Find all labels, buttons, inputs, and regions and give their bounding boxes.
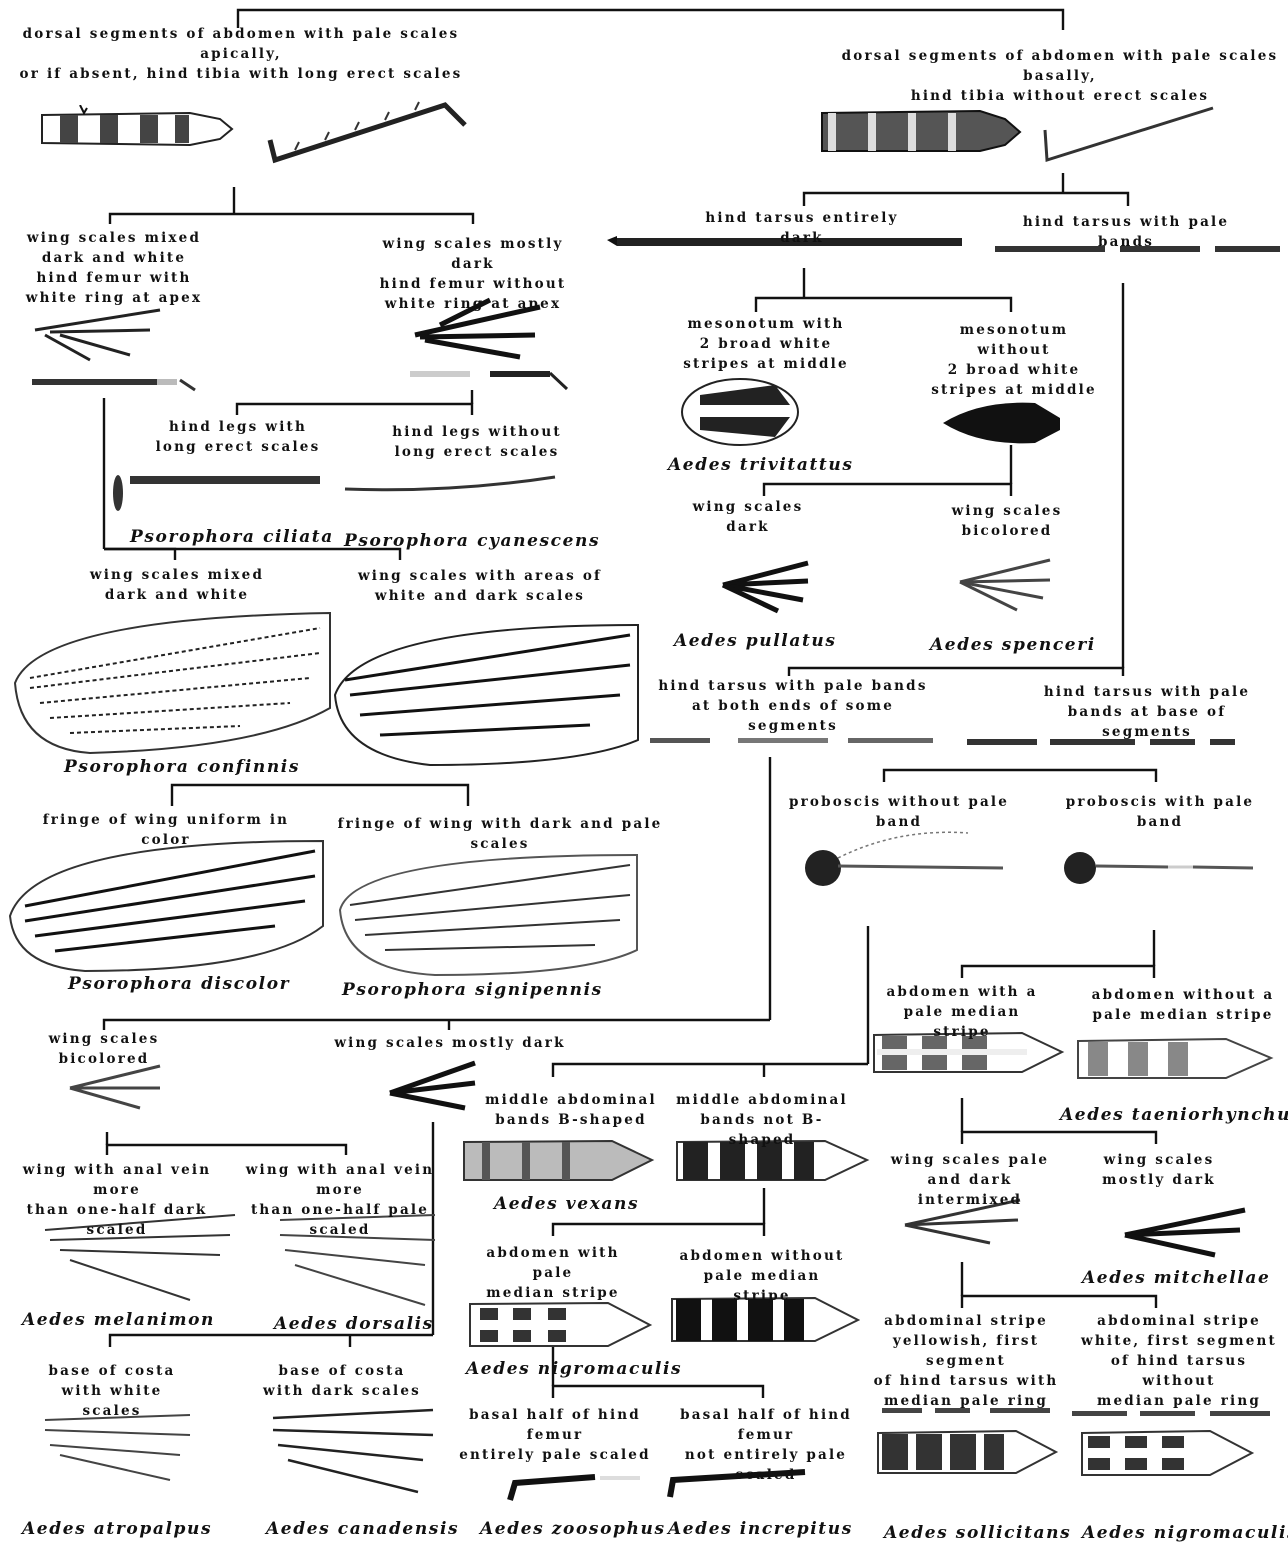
- mesonotum-stripes-illustration: [680, 375, 810, 450]
- mesonotum-no-stripes-illustration: [940, 398, 1065, 448]
- species-psorophora-discolor: Psorophora discolor: [68, 974, 290, 994]
- wing-mixed-scales-illustration: [30, 300, 170, 365]
- species-aedes-sollicitans: Aedes sollicitans: [884, 1523, 1071, 1543]
- couplet-17b: middle abdominal bands not B-shaped: [672, 1090, 852, 1150]
- species-aedes-trivitattus: Aedes trivitattus: [668, 455, 854, 475]
- couplet-11a: abdomen with a pale median stripe: [880, 982, 1044, 1042]
- species-aedes-vexans: Aedes vexans: [494, 1194, 639, 1214]
- couplet-1a: dorsal segments of abdomen with pale sca…: [6, 24, 476, 84]
- species-aedes-canadensis: Aedes canadensis: [266, 1519, 459, 1539]
- couplet-3b: hind legs without long erect scales: [382, 422, 572, 462]
- proboscis-no-band-illustration: [798, 818, 1008, 928]
- wing-mostly-dark-illustration: [385, 1058, 480, 1118]
- couplet-15a: wing with anal vein more than one-half d…: [8, 1160, 226, 1240]
- couplet-10b: proboscis with pale band: [1040, 792, 1280, 832]
- wing-canadensis-illustration: [268, 1400, 438, 1495]
- abdomen-no-median-stripe-illustration: [1076, 1036, 1276, 1081]
- couplet-9b: hind tarsus with pale bands at base of s…: [1022, 682, 1272, 742]
- species-aedes-nigromaculis-right: Aedes nigromaculis: [1082, 1523, 1288, 1543]
- couplet-1b: dorsal segments of abdomen with pale sca…: [832, 46, 1288, 106]
- species-aedes-zoosophus: Aedes zoosophus: [480, 1519, 666, 1539]
- couplet-3a: hind legs with long erect scales: [150, 417, 326, 457]
- species-aedes-atropalpus: Aedes atropalpus: [22, 1519, 212, 1539]
- hind-femur-white-ring-illustration: [30, 375, 200, 395]
- couplet-19a: basal half of hind femur entirely pale s…: [446, 1405, 664, 1465]
- couplet-6b: hind tarsus with pale bands: [998, 212, 1254, 252]
- species-psorophora-confinnis: Psorophora confinnis: [64, 757, 300, 777]
- wing-confinnis-illustration: [10, 608, 332, 758]
- couplet-12b: wing scales mostly dark: [1100, 1150, 1218, 1190]
- couplet-13a: abdominal stripe yellowish, first segmen…: [860, 1311, 1072, 1411]
- couplet-11b: abdomen without a pale median stripe: [1090, 985, 1276, 1025]
- couplet-13b: abdominal stripe white, first segment of…: [1074, 1311, 1284, 1411]
- couplet-7b: mesonotum without 2 broad white stripes …: [926, 320, 1102, 400]
- abdomen-nigromaculis-left-illustration: [468, 1300, 653, 1350]
- species-psorophora-cyanescens: Psorophora cyanescens: [344, 531, 600, 551]
- wing-discolor-illustration: [5, 836, 325, 976]
- species-psorophora-signipennis: Psorophora signipennis: [342, 980, 603, 1000]
- couplet-16b: base of costa with dark scales: [262, 1361, 422, 1401]
- hind-femur-no-ring-illustration: [405, 365, 570, 393]
- species-aedes-taeniorhynchus: Aedes taeniorhynchus: [1060, 1105, 1288, 1125]
- couplet-6a: hind tarsus entirely dark: [688, 208, 916, 248]
- species-aedes-increpitus: Aedes increpitus: [668, 1519, 853, 1539]
- species-psorophora-ciliata: Psorophora ciliata: [130, 527, 334, 547]
- couplet-7a: mesonotum with 2 broad white stripes at …: [680, 314, 852, 374]
- hind-tibia-erect-scales-illustration: [265, 95, 470, 165]
- couplet-2a: wing scales mixed dark and white hind fe…: [24, 228, 204, 308]
- couplet-17a: middle abdominal bands B-shaped: [482, 1090, 660, 1130]
- wing-pullatus-illustration: [718, 555, 813, 615]
- hind-femur-zoosophus-illustration: [505, 1465, 645, 1505]
- couplet-12a: wing scales pale and dark intermixed: [880, 1150, 1060, 1210]
- abdomen-sollicitans-illustration: [876, 1428, 1061, 1476]
- couplet-2b: wing scales mostly dark hind femur witho…: [368, 234, 578, 314]
- species-aedes-spenceri: Aedes spenceri: [930, 635, 1096, 655]
- species-aedes-mitchellae: Aedes mitchellae: [1082, 1268, 1270, 1288]
- couplet-18a: abdomen with pale median stripe: [466, 1243, 640, 1303]
- couplet-15b: wing with anal vein more than one-half p…: [234, 1160, 446, 1240]
- abdomen-pale-basal-illustration: [820, 105, 1025, 160]
- species-aedes-nigromaculis-left: Aedes nigromaculis: [466, 1359, 682, 1379]
- species-aedes-melanimon: Aedes melanimon: [22, 1310, 215, 1330]
- wing-mitchellae-illustration: [1120, 1205, 1250, 1260]
- wing-signipennis-illustration: [335, 850, 640, 980]
- hind-leg-erect-scales-illustration: [110, 468, 330, 518]
- couplet-14b: wing scales mostly dark: [332, 1033, 568, 1053]
- species-aedes-pullatus: Aedes pullatus: [674, 631, 837, 651]
- couplet-4a: wing scales mixed dark and white: [80, 565, 274, 605]
- couplet-19b: basal half of hind femur not entirely pa…: [660, 1405, 872, 1485]
- couplet-8a: wing scales dark: [670, 497, 826, 537]
- couplet-8b: wing scales bicolored: [914, 501, 1100, 541]
- proboscis-pale-band-illustration: [1058, 818, 1258, 928]
- abdomen-nigromaculis-right-illustration: [1080, 1428, 1255, 1478]
- hind-leg-no-erect-scales-illustration: [340, 475, 560, 505]
- wing-spenceri-illustration: [955, 550, 1055, 615]
- couplet-5a: fringe of wing uniform in color: [18, 810, 314, 850]
- abdomen-vexans-illustration: [462, 1138, 657, 1183]
- species-aedes-dorsalis: Aedes dorsalis: [274, 1314, 434, 1334]
- wing-areas-illustration: [330, 620, 640, 770]
- hind-tibia-no-erect-scales-illustration: [1035, 100, 1225, 165]
- couplet-5b: fringe of wing with dark and pale scales: [324, 814, 676, 854]
- couplet-4b: wing scales with areas of white and dark…: [356, 566, 604, 606]
- couplet-16a: base of costa with white scales: [30, 1361, 194, 1421]
- couplet-10a: proboscis without pale band: [770, 792, 1028, 832]
- couplet-9a: hind tarsus with pale bands at both ends…: [648, 676, 938, 736]
- couplet-14a: wing scales bicolored: [2, 1029, 206, 1069]
- abdomen-pale-apical-illustration: [40, 105, 235, 155]
- couplet-18b: abdomen without pale median stripe: [672, 1246, 852, 1306]
